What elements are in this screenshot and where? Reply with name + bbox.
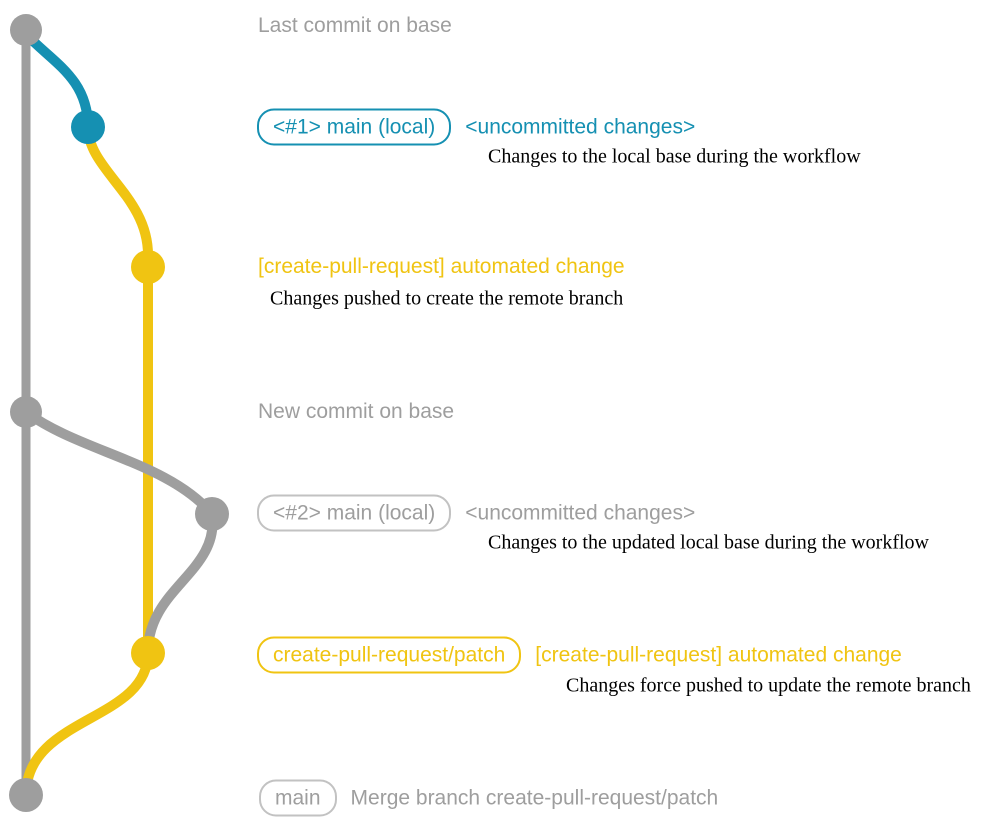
row-local-main-1: <#1> main (local) <uncommitted changes> — [257, 108, 696, 146]
row-automated-change-1: [create-pull-request] automated change — [258, 255, 625, 279]
commit-message: Last commit on base — [258, 14, 452, 37]
commit-dot-local-main-1 — [71, 110, 105, 144]
uncommitted-changes-label-2: <uncommitted changes> — [465, 501, 696, 524]
commit-message: New commit on base — [258, 400, 455, 423]
label-new-commit-on-base: New commit on base — [258, 400, 454, 424]
branch-badge-main: main — [259, 779, 337, 817]
branch-badge-create-pull-request-patch: create-pull-request/patch — [257, 636, 522, 674]
commit-dot-local-main-2 — [195, 497, 229, 531]
git-graph — [9, 14, 229, 812]
commit-dot-last-commit-on-base — [10, 14, 42, 46]
description-changes-pushed: Changes pushed to create the remote bran… — [270, 287, 624, 310]
commit-message-merge: Merge branch create-pull-request/patch — [350, 786, 719, 809]
uncommitted-changes-label-1: <uncommitted changes> — [465, 115, 696, 138]
description-local-base-changes: Changes to the local base during the wor… — [488, 145, 861, 168]
local-main-2-branch-line — [23, 407, 216, 518]
commit-dot-merge-on-main — [9, 778, 43, 812]
row-automated-change-2: create-pull-request/patch [create-pull-r… — [257, 636, 902, 674]
commit-dot-automated-change-2 — [131, 636, 165, 670]
commit-message-automated-change-2: [create-pull-request] automated change — [535, 643, 902, 666]
local-main-2-merge-line — [143, 513, 218, 653]
commit-message-automated-change-1: [create-pull-request] automated change — [258, 255, 625, 278]
label-last-commit-on-base: Last commit on base — [258, 14, 452, 38]
row-local-main-2: <#2> main (local) <uncommitted changes> — [257, 494, 696, 532]
row-merge-commit: main Merge branch create-pull-request/pa… — [259, 779, 719, 817]
branch-badge-main-local-1: <#1> main (local) — [257, 108, 452, 146]
description-changes-force-pushed: Changes force pushed to update the remot… — [566, 674, 971, 697]
commit-dot-automated-change-1 — [131, 250, 165, 284]
commit-dot-new-commit-on-base — [10, 396, 42, 428]
description-updated-local-base-changes: Changes to the updated local base during… — [488, 531, 929, 554]
branch-badge-main-local-2: <#2> main (local) — [257, 494, 452, 532]
